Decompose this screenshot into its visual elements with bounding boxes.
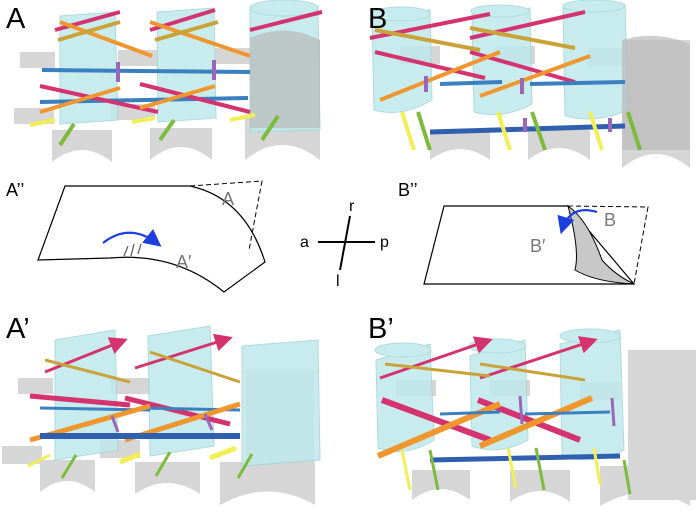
- sheet-b-diagram: [423, 204, 649, 285]
- region-label-a: A: [222, 189, 234, 209]
- panel-label-a-prime: A’: [6, 313, 30, 345]
- arrows-aprime: [27, 333, 254, 479]
- arrows-bprime: [376, 336, 632, 495]
- grey-cylinder-b: [622, 35, 690, 151]
- axes-cross: [318, 215, 375, 271]
- grey-cylinder-a: [250, 30, 320, 128]
- rotation-arrow-b: [557, 209, 598, 235]
- sheet-label-b-double: B’’: [398, 180, 418, 200]
- region-label-a-prime: A′: [176, 252, 192, 272]
- axis-label-p: p: [380, 234, 389, 251]
- panel-a: [14, 0, 323, 162]
- region-label-b-prime: B′: [530, 236, 546, 256]
- cyan-cylinders-aprime: [54, 325, 321, 467]
- panel-label-b: B: [368, 3, 387, 35]
- cyan-cylinders-bprime: [374, 328, 625, 461]
- panel-label-a: A: [6, 3, 26, 35]
- tick-marks: [123, 243, 142, 257]
- bars-b: [369, 10, 642, 151]
- panel-b: [369, 0, 690, 168]
- panel-label-b-prime: B’: [368, 313, 394, 345]
- axis-label-l: l: [336, 273, 340, 290]
- rotation-arrow-a: [102, 228, 162, 247]
- bars-a: [29, 8, 323, 147]
- panel-b-prime: [374, 328, 696, 506]
- sheet-label-a-double: A’’: [6, 180, 24, 200]
- axis-label-r: r: [349, 198, 355, 215]
- axis-label-a: a: [300, 234, 309, 251]
- region-label-b: B: [604, 210, 616, 230]
- panel-a-prime: [2, 325, 321, 505]
- sheet-a-diagram: [37, 180, 266, 293]
